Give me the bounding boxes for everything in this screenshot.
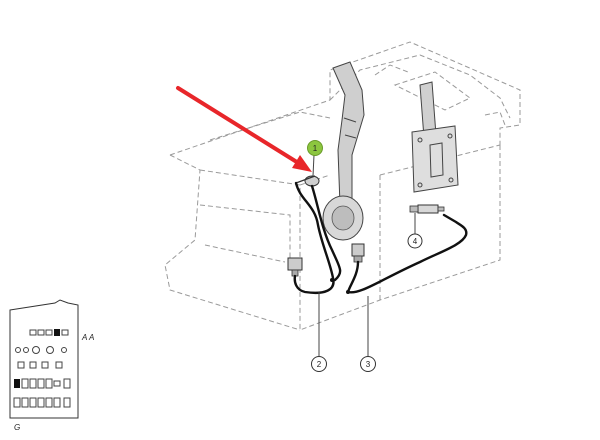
callout-label-3: 3 [366, 360, 371, 369]
wiring-harness [293, 181, 468, 294]
fuse-panel-inset: A A G [9, 299, 94, 432]
mounting-bracket [411, 81, 459, 193]
callout-label-1: 1 [313, 144, 318, 153]
gear-lever [322, 61, 365, 241]
switch-1 [295, 175, 320, 187]
callout-4: 4 [407, 233, 423, 249]
callout-label-4: 4 [413, 237, 418, 246]
console-housing [164, 41, 521, 331]
callout-1: 1 [307, 140, 323, 156]
red-arrow-indicator [176, 86, 312, 172]
callout-2: 2 [311, 356, 327, 372]
connector-left [287, 257, 303, 277]
switch-4 [409, 204, 445, 214]
callout-3: 3 [360, 356, 376, 372]
connector-center [351, 243, 365, 263]
panel-side-label: A A [81, 333, 94, 342]
callout-label-2: 2 [317, 360, 322, 369]
leader-lines [312, 154, 416, 356]
panel-caption: G [14, 423, 20, 432]
